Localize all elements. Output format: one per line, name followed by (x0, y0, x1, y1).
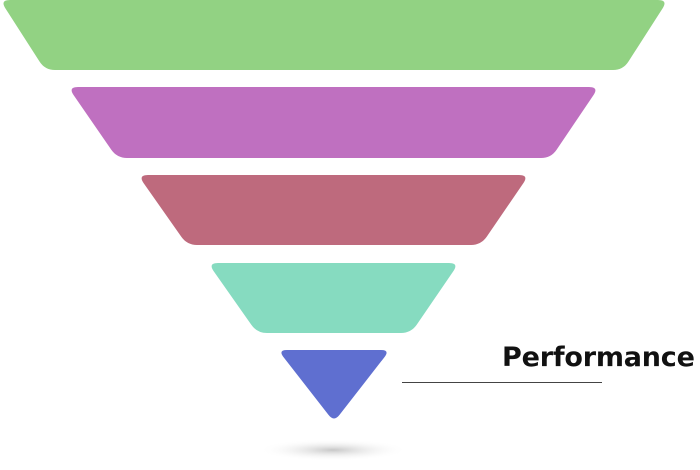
funnel-stage-4 (211, 263, 456, 333)
performance-label: Performance (502, 342, 695, 373)
funnel-shadow (258, 439, 408, 461)
funnel-stage-2 (71, 87, 596, 158)
funnel-stage-3 (141, 175, 526, 245)
funnel-stage-1 (3, 0, 665, 70)
funnel-stage-5 (281, 350, 387, 419)
performance-leader-line (402, 382, 602, 383)
